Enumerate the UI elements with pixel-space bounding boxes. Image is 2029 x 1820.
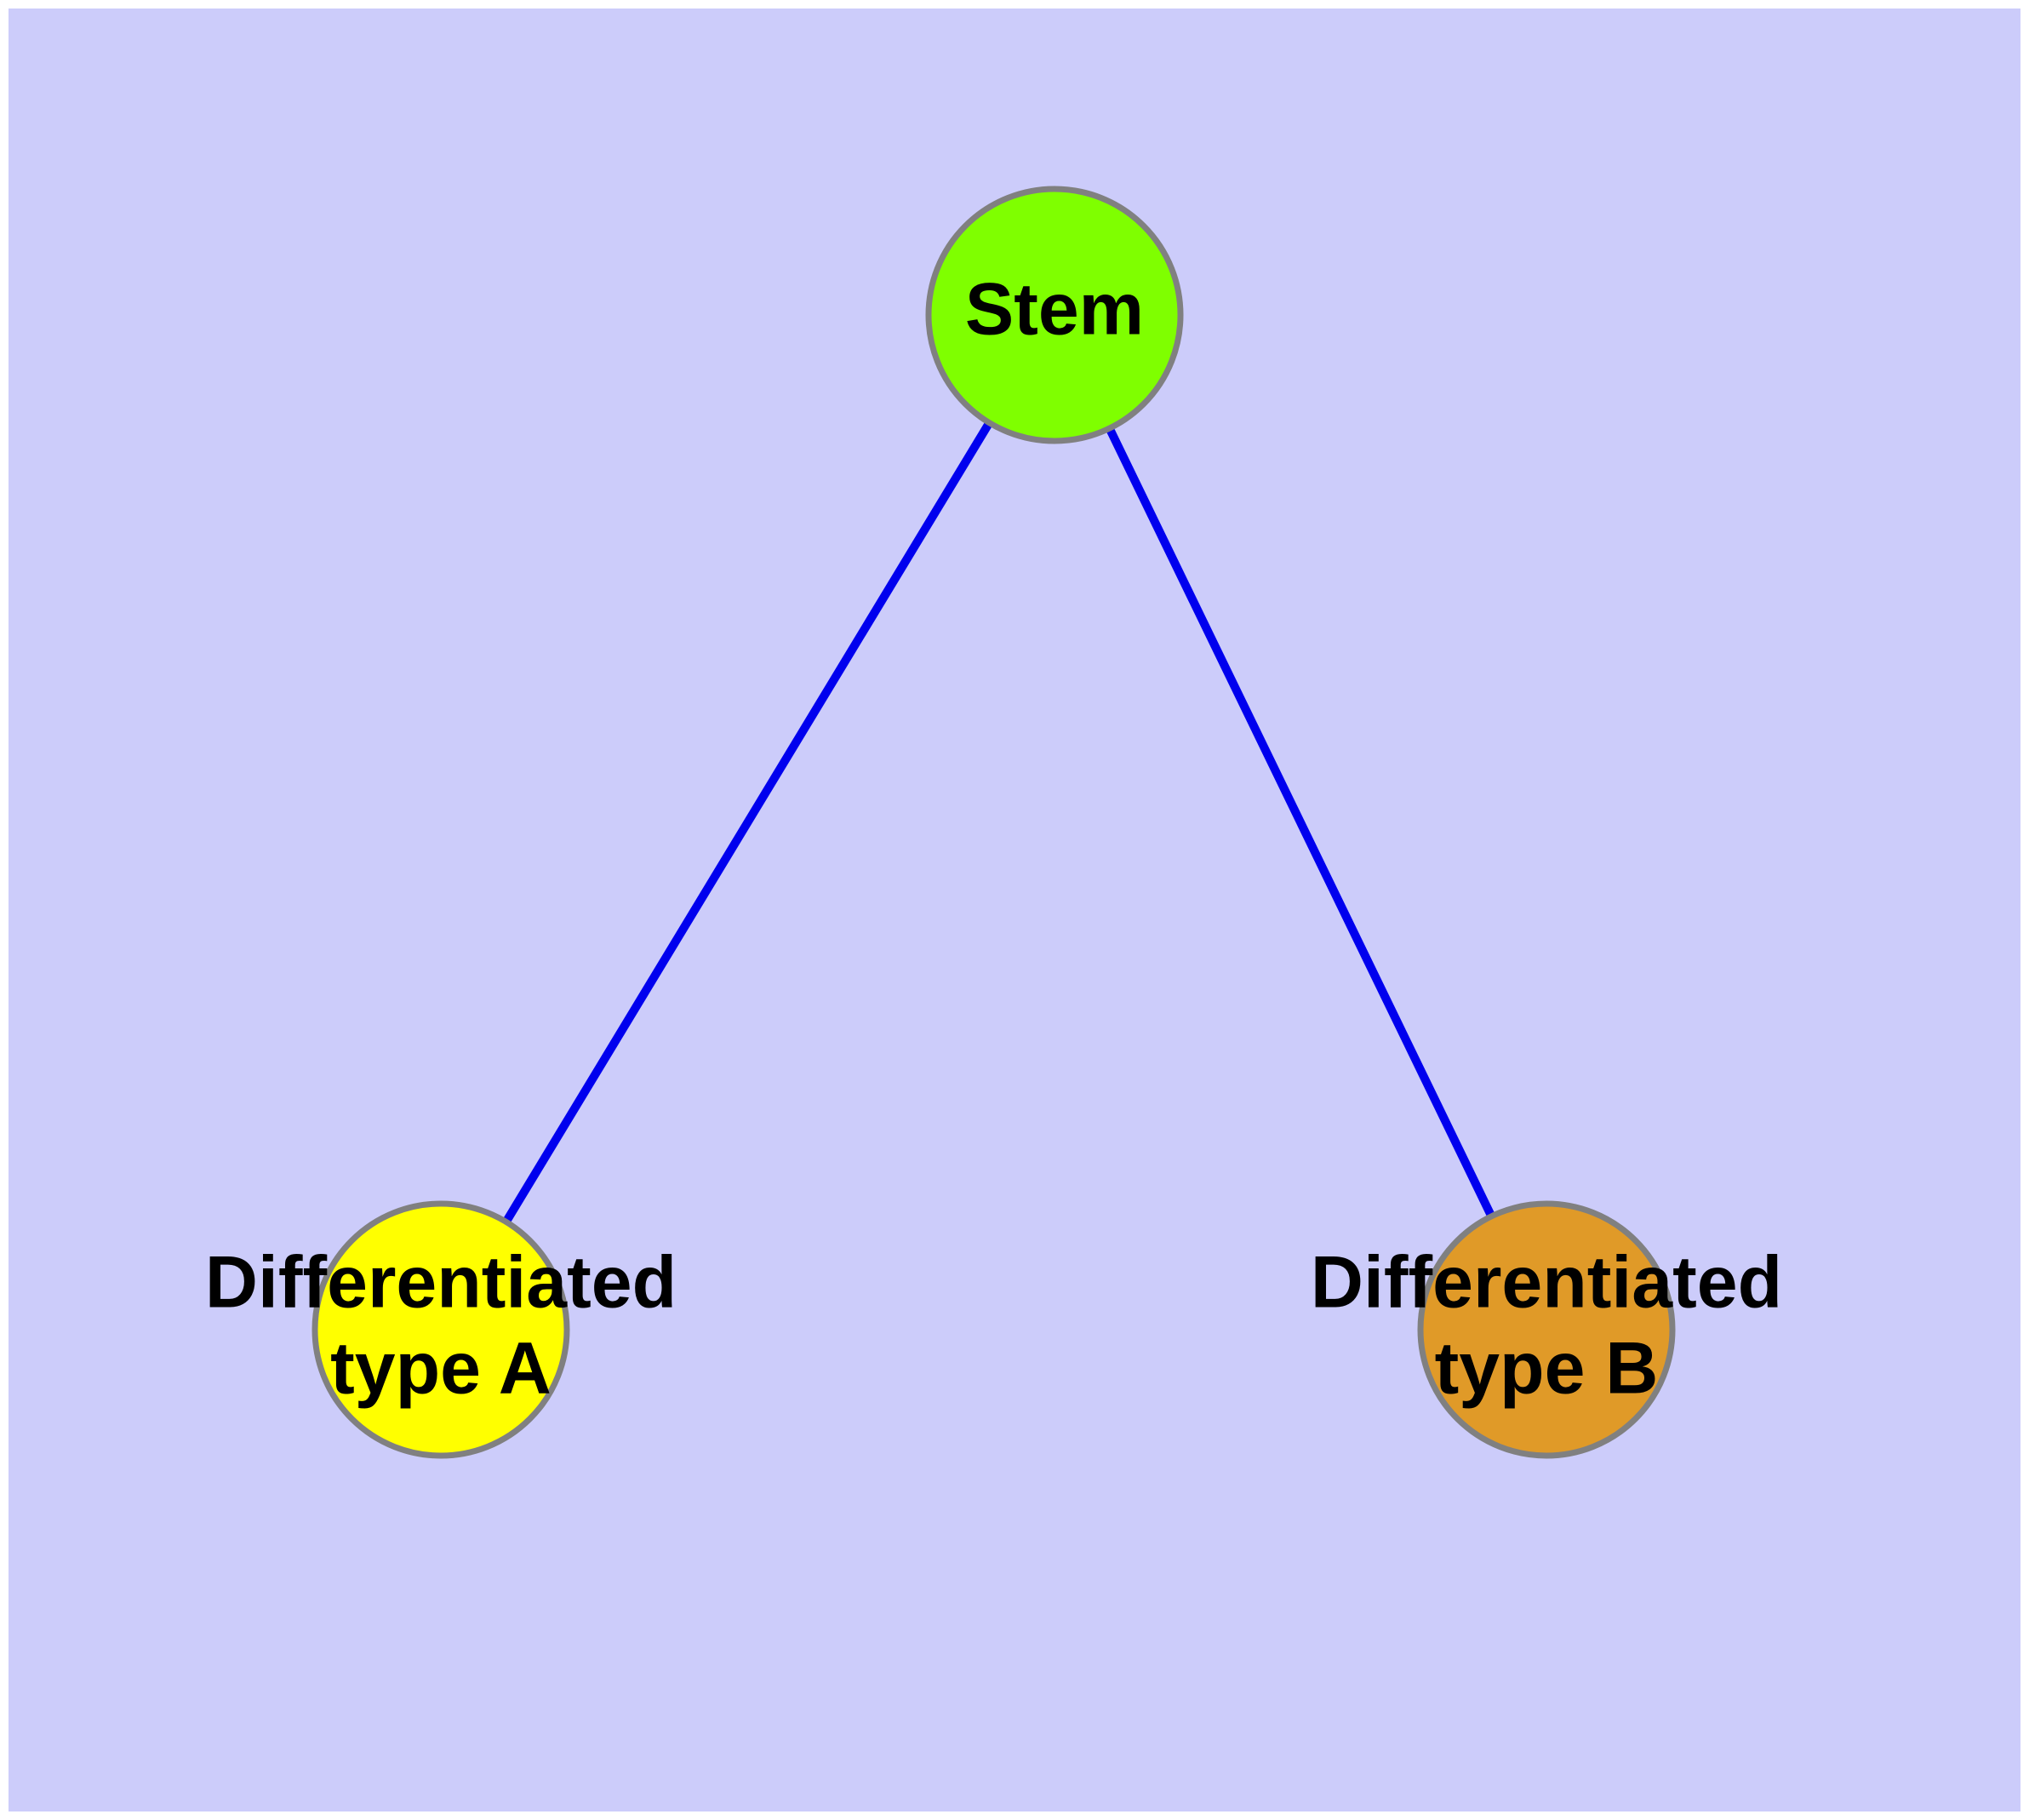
edge-group: [503, 421, 1495, 1223]
node-stem[interactable]: Stem: [925, 186, 1184, 444]
node-differentiated-type-a-label-line1: Differentiated: [205, 1242, 677, 1324]
node-differentiated-type-a-label-line2: type A: [330, 1328, 552, 1410]
edge-stem-to-differentiated-type-a[interactable]: [503, 421, 992, 1223]
diagram-plot-area: Stem Differentiated type A Differentiate…: [9, 9, 2020, 1811]
node-differentiated-type-a[interactable]: Differentiated type A: [205, 1200, 677, 1459]
node-differentiated-type-b-circle[interactable]: [1417, 1200, 1676, 1459]
node-differentiated-type-b-label-line2: type B: [1435, 1328, 1659, 1410]
node-differentiated-type-b-label-line1: Differentiated: [1311, 1242, 1782, 1324]
edge-stem-to-differentiated-type-b[interactable]: [1106, 427, 1495, 1217]
node-differentiated-type-a-circle[interactable]: [311, 1200, 570, 1459]
node-differentiated-type-b[interactable]: Differentiated type B: [1311, 1200, 1782, 1459]
graph-svg: Stem Differentiated type A Differentiate…: [205, 186, 1782, 1459]
node-stem-label: Stem: [965, 269, 1144, 351]
node-stem-circle[interactable]: [925, 186, 1184, 444]
